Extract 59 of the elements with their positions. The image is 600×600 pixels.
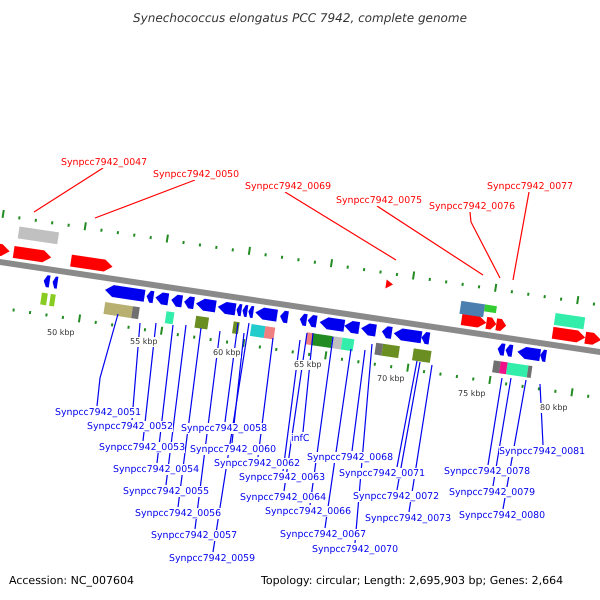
leader-line	[94, 179, 196, 219]
leader-line	[284, 191, 396, 261]
leader-line	[224, 322, 239, 422]
gene-label: Synpcc7942_0064	[240, 492, 326, 502]
gene-label: Synpcc7942_0047	[61, 156, 148, 168]
title: Synechococcus elongatus PCC 7942, complete genome	[133, 11, 467, 25]
gene-label: infC	[291, 432, 310, 444]
leader-line	[396, 360, 418, 468]
gene-label: Synpcc7942_0069	[245, 180, 332, 192]
gene-label: Synpcc7942_0080	[459, 510, 546, 520]
leader-line	[376, 206, 484, 276]
gene-label: Synpcc7942_0067	[280, 528, 366, 540]
gene-label: Synpcc7942_0053	[99, 442, 186, 452]
leader-line	[487, 378, 503, 466]
gene-label: Synpcc7942_0070	[312, 544, 398, 554]
leader-line	[351, 350, 366, 452]
gene-label: Synpcc7942_0075	[336, 194, 422, 206]
gene-label: Synpcc7942_0063	[239, 472, 326, 482]
gene-label: Synpcc7942_0056	[135, 508, 222, 518]
leader-line	[302, 332, 314, 432]
gene-label: Synpcc7942_0073	[365, 512, 452, 524]
gene-label: Synpcc7942_0057	[151, 530, 238, 540]
scale-label: 55 kbp	[130, 337, 158, 347]
scale-label: 65 kbp	[294, 360, 322, 370]
gene-label: Synpcc7942_0060	[190, 444, 276, 454]
leader-line	[469, 212, 501, 278]
gene-label: Synpcc7942_0071	[339, 468, 426, 478]
gene-label: Synpcc7942_0059	[169, 552, 256, 564]
leader-line	[231, 332, 245, 444]
gene-label: Synpcc7942_0068	[307, 452, 394, 462]
gene-label: Synpcc7942_0066	[265, 506, 352, 516]
gene-label: Synpcc7942_0081	[499, 446, 586, 456]
scale-label: 50 kbp	[47, 328, 75, 338]
gene-label: Synpcc7942_0050	[153, 168, 240, 180]
leader-line	[324, 348, 352, 528]
gene-label: Synpcc7942_0079	[449, 486, 536, 498]
gene-label: Synpcc7942_0052	[87, 420, 174, 432]
leader-line	[165, 324, 187, 486]
leader-line	[492, 378, 512, 486]
leader-line	[408, 364, 433, 512]
gene-label: Synpcc7942_0054	[113, 464, 200, 474]
scale-label: 75 kbp	[458, 389, 486, 399]
gene-label: Synpcc7942_0058	[181, 422, 268, 434]
gene-label: Synpcc7942_0078	[444, 466, 530, 476]
scale-label: 60 kbp	[213, 348, 241, 358]
footer-text: Topology: circular; Length: 2,695,903 bp; Genes: 2,664	[261, 574, 564, 588]
gene-label: Synpcc7942_0072	[353, 490, 440, 502]
scale-label: 80 kbp	[540, 403, 568, 413]
gene-label: Synpcc7942_0051	[55, 406, 142, 418]
footer-text: Accession: NC_007604	[9, 574, 134, 588]
gene-label: Synpcc7942_0077	[487, 180, 574, 192]
gene-label: Synpcc7942_0055	[123, 486, 210, 496]
gene-label: Synpcc7942_0076	[429, 200, 516, 212]
scale-label: 70 kbp	[377, 374, 405, 384]
leader-line	[396, 362, 421, 490]
leader-line	[96, 314, 119, 406]
gene-label: Synpcc7942_0062	[214, 458, 300, 468]
leader-line	[512, 192, 530, 280]
leader-line	[34, 168, 104, 212]
